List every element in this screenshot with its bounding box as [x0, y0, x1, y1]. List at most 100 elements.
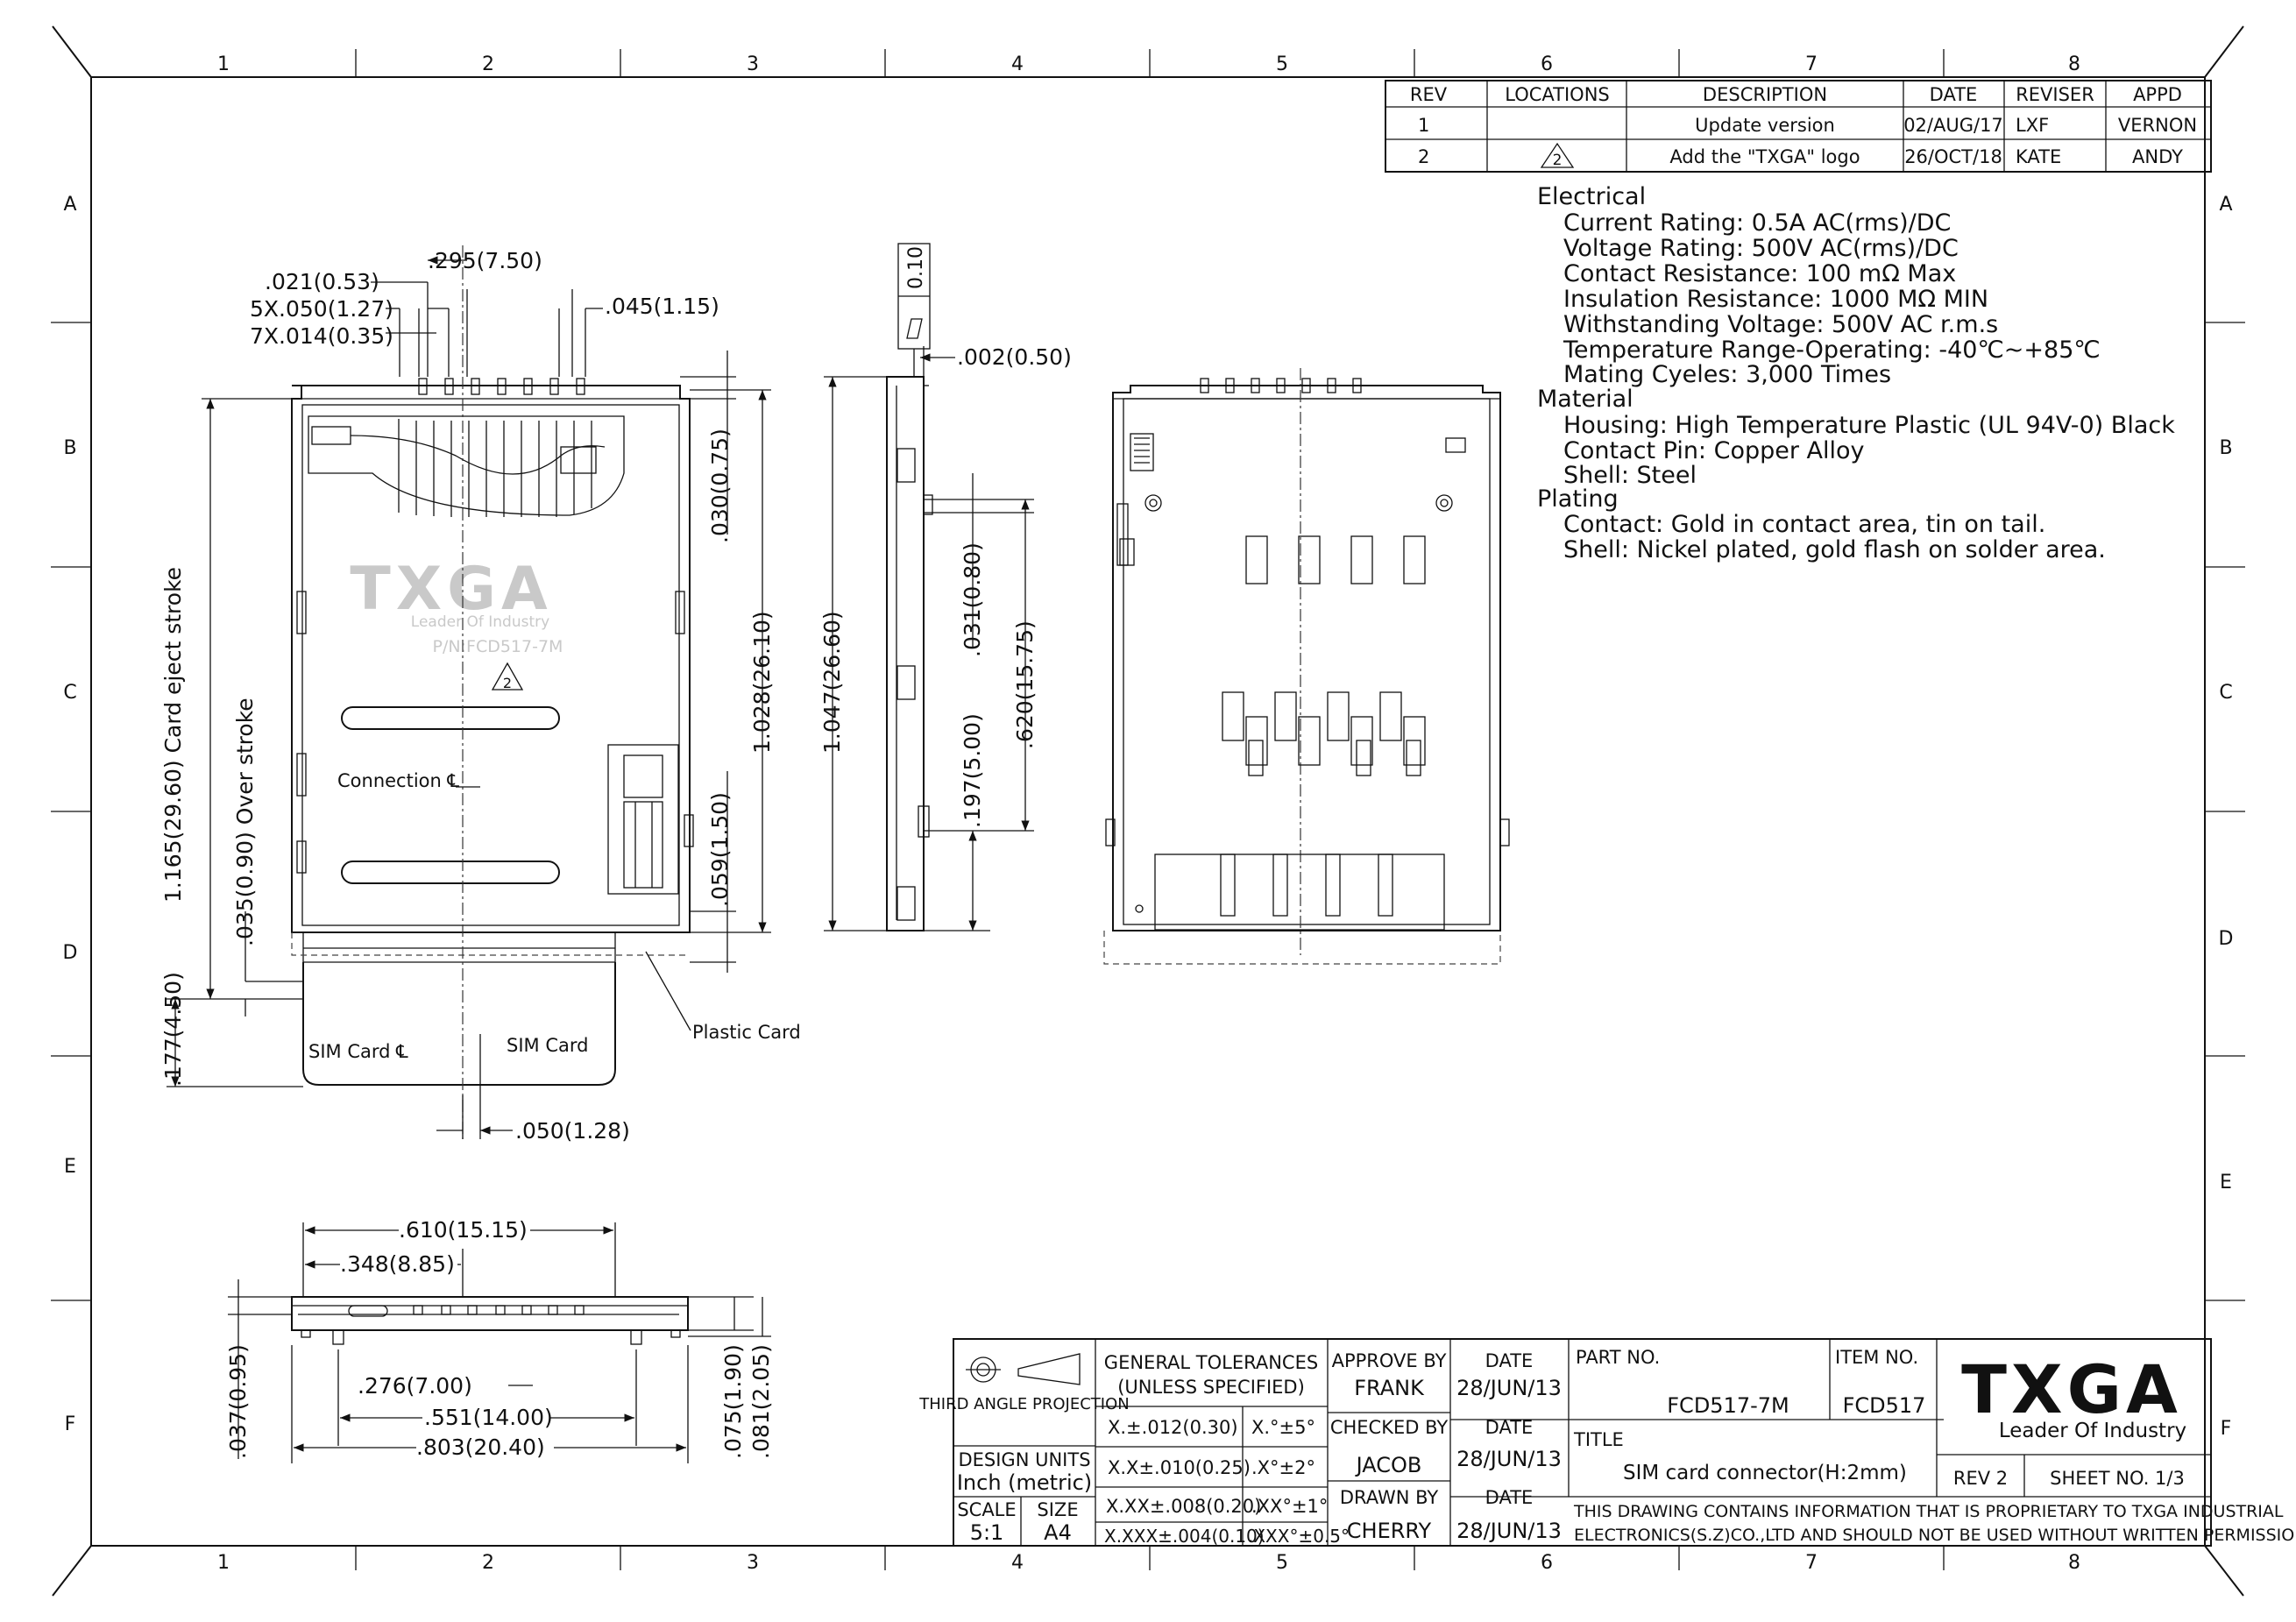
tolerance-ang-3: .XX°±1° [1251, 1496, 1328, 1517]
tolerance-ang-4: .XXX°±0.5° [1248, 1526, 1350, 1547]
size-value: A4 [1044, 1520, 1072, 1545]
svg-text:Leader Of Industry: Leader Of Industry [1999, 1420, 2186, 1442]
spec-notes: Electrical Current Rating: 0.5A AC(rms)/… [1537, 183, 2175, 563]
rev-2-triangle-icon: 2 [491, 662, 524, 691]
rev-row-2-description: Add the "TXGA" logo [1669, 146, 1860, 167]
rev-row-1-date: 02/AUG/17 [1903, 115, 2003, 136]
spec-electrical-5: Withstanding Voltage: 500V AC r.m.s [1563, 311, 1998, 338]
rev-row-1-reviser: LXF [2016, 115, 2049, 136]
connection-centerline-label: Connection ℄ [337, 770, 459, 791]
zone-col-8-bottom: 8 [2068, 1552, 2080, 1574]
zone-row-d-right: D [2219, 928, 2234, 950]
tolerance-heading-1: GENERAL TOLERANCES [1104, 1352, 1318, 1373]
svg-text:Leader Of Industry: Leader Of Industry [411, 613, 549, 631]
rev-header-description: DESCRIPTION [1703, 84, 1827, 105]
sheet-number: SHEET NO. 1/3 [2050, 1468, 2185, 1489]
zone-row-e-right: E [2220, 1172, 2232, 1193]
rev-row-2-rev: 2 [1418, 146, 1429, 167]
spec-plating-1: Contact: Gold in contact area, tin on ta… [1563, 511, 2045, 538]
zone-row-b: B [63, 437, 76, 459]
spec-material-2: Contact Pin: Copper Alloy [1563, 437, 1865, 464]
dim-0030: .030(0.75) [707, 429, 733, 543]
drawn-by-value: CHERRY [1347, 1519, 1432, 1543]
dim-0276: .276(7.00) [358, 1373, 472, 1399]
dim-0035: .035(0.90) Over stroke [232, 698, 258, 946]
spec-electrical-3: Contact Resistance: 100 mΩ Max [1563, 260, 1956, 287]
size-label: SIZE [1037, 1499, 1078, 1520]
approve-by-label: APPROVE BY [1332, 1350, 1447, 1371]
zone-col-4-bottom: 4 [1011, 1552, 1024, 1574]
checked-by-label: CHECKED BY [1330, 1417, 1449, 1438]
rev-row-1-description: Update version [1695, 115, 1835, 136]
rev-header-locations: LOCATIONS [1505, 84, 1609, 105]
dim-0348: .348(8.85) [340, 1251, 455, 1277]
dim-0021: .021(0.53) [265, 269, 379, 294]
drawing-title: SIM card connector(H:2mm) [1623, 1462, 1907, 1484]
revision-table: REV LOCATIONS DESCRIPTION DATE REVISER A… [1385, 80, 2212, 173]
date-label-2: DATE [1485, 1417, 1534, 1438]
zone-row-c: C [63, 682, 76, 704]
dim-1165: 1.165(29.60) Card eject stroke [160, 567, 186, 903]
spec-material-3: Shell: Steel [1563, 462, 1697, 489]
item-no-value: FCD517 [1843, 1393, 1926, 1418]
side-view: 0.10 .002(0.50) .031(0.80) .620(15.75) .… [819, 243, 1072, 931]
title-block: THIRD ANGLE PROJECTION DESIGN UNITS Inch… [918, 1338, 2296, 1547]
spec-plating-heading: Plating [1537, 485, 1619, 513]
date-value-2: 28/JUN/13 [1456, 1447, 1562, 1471]
third-angle-projection-icon [966, 1353, 1081, 1385]
dim-0197: .197(5.00) [960, 713, 985, 828]
zone-col-5: 5 [1276, 53, 1288, 75]
design-units-value: Inch (metric) [957, 1470, 1092, 1495]
rev-row-2-date: 26/OCT/18 [1904, 146, 2002, 167]
scale-value: 5:1 [970, 1520, 1004, 1545]
proprietary-notice-2: ELECTRONICS(S.Z)CO.,LTD AND SHOULD NOT B… [1574, 1526, 2296, 1545]
date-label-1: DATE [1485, 1350, 1534, 1371]
dim-0620: .620(15.75) [1012, 620, 1038, 749]
zone-col-4: 4 [1011, 53, 1024, 75]
zone-row-d: D [63, 942, 78, 964]
spec-electrical-6: Temperature Range-Operating: -40℃~+85℃ [1563, 336, 2101, 364]
rev-header-date: DATE [1930, 84, 1978, 105]
zone-row-c-right: C [2219, 682, 2232, 704]
date-value-1: 28/JUN/13 [1456, 1376, 1562, 1400]
zone-col-2-bottom: 2 [482, 1552, 494, 1574]
bottom-view [1103, 368, 1510, 965]
dim-0295: .295(7.50) [428, 248, 542, 273]
item-no-label: ITEM NO. [1835, 1347, 1918, 1368]
zone-markers: 1 2 3 4 5 6 7 8 1 2 3 4 5 6 7 8 A B C D … [51, 49, 2245, 1574]
zone-row-f: F [65, 1413, 76, 1435]
svg-text:0.10: 0.10 [905, 246, 927, 289]
zone-col-7-bottom: 7 [1805, 1552, 1818, 1574]
zone-row-a-right: A [2219, 194, 2232, 216]
dim-0081: .081(2.05) [748, 1344, 774, 1459]
front-view: .610(15.15) .348(8.85) .276(7.00) .551(1… [225, 1217, 774, 1463]
plastic-card-label: Plastic Card [692, 1022, 801, 1043]
zone-col-2: 2 [482, 53, 494, 75]
date-label-3: DATE [1485, 1487, 1534, 1508]
dim-0045: .045(1.15) [605, 294, 719, 319]
spec-material-1: Housing: High Temperature Plastic (UL 94… [1563, 412, 2175, 439]
zone-col-8: 8 [2068, 53, 2080, 75]
scale-label: SCALE [957, 1499, 1016, 1520]
dim-0031: .031(0.80) [960, 542, 985, 657]
zone-col-1: 1 [217, 53, 230, 75]
checked-by-value: JACOB [1355, 1453, 1422, 1477]
rev-header-appd: APPD [2133, 84, 2182, 105]
zone-row-f-right: F [2221, 1418, 2232, 1440]
dim-7x014: 7X.014(0.35) [250, 323, 393, 349]
dim-0059: .059(1.50) [707, 792, 733, 907]
zone-col-3: 3 [747, 53, 759, 75]
dim-0075: .075(1.90) [720, 1344, 746, 1459]
rev-row-2-reviser: KATE [2016, 146, 2061, 167]
svg-text:P/N:FCD517-7M: P/N:FCD517-7M [433, 637, 563, 656]
zone-row-a: A [63, 194, 76, 216]
svg-text:2: 2 [503, 675, 512, 691]
dim-0610: .610(15.15) [399, 1217, 528, 1243]
dim-0803: .803(20.40) [416, 1434, 545, 1460]
svg-text:TXGA: TXGA [350, 555, 552, 624]
proprietary-notice-1: THIS DRAWING CONTAINS INFORMATION THAT I… [1573, 1502, 2284, 1521]
sim-card-centerline-label: SIM Card ℄ [308, 1041, 408, 1062]
zone-row-b-right: B [2219, 437, 2232, 459]
zone-col-6: 6 [1541, 53, 1553, 75]
drawn-by-label: DRAWN BY [1340, 1487, 1439, 1508]
